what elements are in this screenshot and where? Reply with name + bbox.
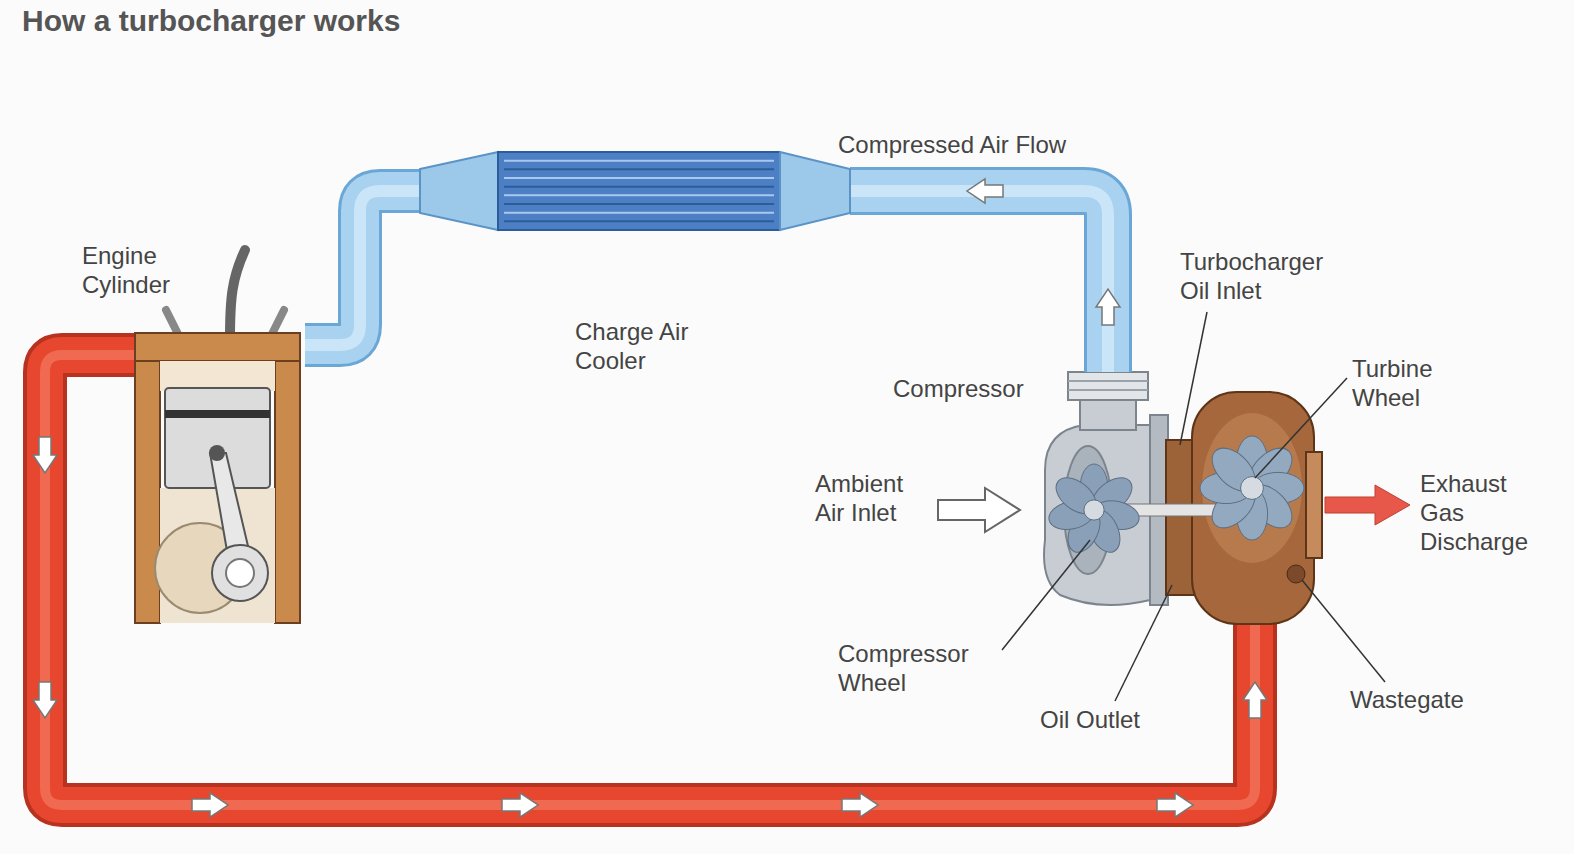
line-part — [504, 177, 774, 179]
compressor-flange — [1068, 372, 1148, 400]
flow-arrow — [33, 437, 57, 473]
leader-line — [1255, 378, 1347, 478]
node-label: Engine Cylinder — [82, 242, 202, 300]
pipe-highlight — [850, 191, 1108, 372]
wheel-hub — [1084, 500, 1104, 520]
line-part — [504, 186, 774, 188]
flange-rib — [1068, 389, 1148, 391]
pipe-body — [45, 355, 1255, 805]
callout-label: Wastegate — [1350, 686, 1500, 715]
rect-part — [160, 361, 275, 391]
rect-part — [135, 361, 160, 623]
leader-line — [1002, 540, 1090, 650]
line-part — [504, 203, 774, 205]
polygon-part — [420, 152, 498, 230]
exhaust-pipe — [45, 355, 1255, 805]
pipe-highlight — [45, 355, 1255, 805]
turbocharger — [1044, 372, 1322, 624]
flow-arrows — [33, 437, 1267, 817]
pipe-body — [850, 191, 1108, 372]
wheel-hub — [1241, 477, 1264, 500]
path-part — [230, 250, 245, 338]
compressor-neck — [1080, 398, 1136, 430]
pipe-outline — [850, 191, 1108, 372]
pipe-body — [305, 191, 420, 345]
line-part — [504, 194, 774, 196]
wheels — [1046, 436, 1304, 557]
callout-label: Exhaust Gas Discharge — [1420, 470, 1550, 556]
leader-line — [1115, 585, 1172, 701]
leader-lines — [1002, 312, 1385, 701]
line-part — [504, 212, 774, 214]
flange-rib — [1068, 380, 1148, 382]
polygon-part — [780, 152, 850, 230]
flow-arrow — [967, 179, 1003, 203]
callout-label: Oil Outlet — [1040, 706, 1180, 735]
wheel-blade — [1204, 440, 1263, 499]
edge-label: Compressed Air Flow — [838, 131, 1066, 160]
air-pipe — [305, 191, 420, 345]
rect-part — [498, 152, 780, 230]
node-label: Compressor — [893, 375, 1024, 404]
line-part — [504, 168, 774, 170]
charge-air-cooler-shape — [420, 152, 850, 230]
rect-part — [165, 410, 270, 418]
pipe-highlight — [305, 191, 420, 345]
callout-label: Turbine Wheel — [1352, 355, 1464, 413]
line-part — [504, 160, 774, 162]
exhaust-discharge-arrow — [1325, 485, 1410, 525]
flow-arrow — [1096, 289, 1120, 325]
callout-label: Ambient Air Inlet — [815, 470, 937, 528]
pipe-outline — [305, 191, 420, 345]
flow-arrow — [502, 793, 538, 817]
rect-part — [135, 333, 300, 361]
flow-arrow — [1157, 793, 1193, 817]
ambient-air-arrow — [938, 488, 1020, 532]
diagram-title: How a turbocharger works — [22, 4, 400, 38]
callout-label: Compressor Wheel — [838, 640, 990, 698]
line-part — [504, 220, 774, 222]
compressor: Compressor — [890, 372, 1150, 408]
circle-part — [212, 545, 268, 601]
callout-label: Turbocharger Oil Inlet — [1180, 248, 1352, 306]
flow-arrow — [842, 793, 878, 817]
turbine-outlet-flange — [1306, 452, 1322, 558]
rect-part — [275, 361, 300, 623]
circle-part — [209, 445, 225, 461]
leader-line — [1302, 580, 1385, 682]
flow-arrow — [192, 793, 228, 817]
charge-air-cooler: Charge Air Cooler — [420, 152, 850, 230]
node-label: Charge Air Cooler — [575, 318, 735, 376]
circle-part — [226, 559, 254, 587]
engine-cylinder: Engine Cylinder — [80, 238, 305, 625]
flow-arrow — [1243, 682, 1267, 718]
pipe-outline — [45, 355, 1255, 805]
air-pipe — [850, 179, 1120, 372]
flow-arrow — [33, 682, 57, 718]
leader-line — [1180, 312, 1207, 445]
